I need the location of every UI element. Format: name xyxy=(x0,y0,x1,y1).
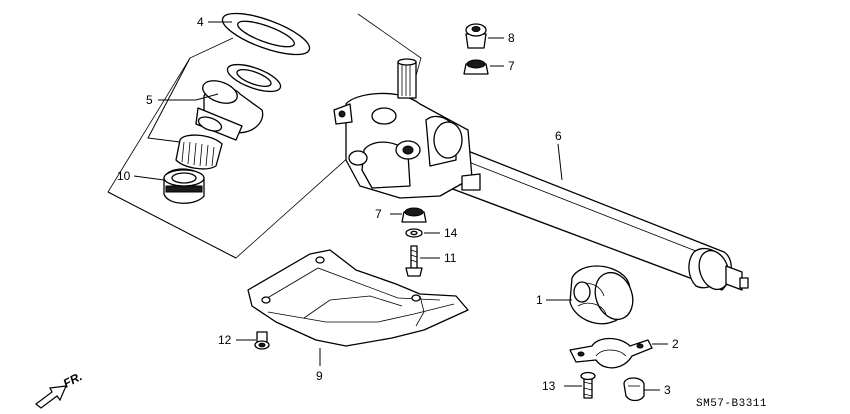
front-direction-arrow-icon xyxy=(35,385,67,409)
callout-12: 12 xyxy=(218,333,232,347)
part-5-bushing-set xyxy=(195,63,282,141)
leader-lines xyxy=(107,21,668,391)
part-8-mount-bolt xyxy=(465,23,487,49)
callout-9: 9 xyxy=(316,369,323,383)
part-3-clip-nut xyxy=(623,377,645,402)
callout-13: 13 xyxy=(542,379,556,393)
callout-1: 1 xyxy=(536,293,543,307)
part-11-bolt xyxy=(405,245,423,277)
diagram-code: SM57-B3311 xyxy=(696,398,767,410)
callout-7-upper: 7 xyxy=(508,59,515,73)
callout-3: 3 xyxy=(664,383,671,397)
part-5-roller-bearing xyxy=(175,134,223,170)
callout-10: 10 xyxy=(117,169,131,183)
part-14-washer xyxy=(405,228,423,238)
part-4-seal-ring xyxy=(221,12,311,56)
part-13-bolt xyxy=(580,371,596,399)
part-9-heat-shield xyxy=(247,249,469,347)
callout-11: 11 xyxy=(444,251,457,265)
part-1-mount-bushing xyxy=(569,265,634,325)
part-7-nut-lower xyxy=(401,207,427,223)
callout-6: 6 xyxy=(555,129,562,143)
callout-5: 5 xyxy=(146,93,153,107)
part-12-bolt xyxy=(254,331,270,350)
callout-8: 8 xyxy=(508,31,515,45)
part-7-nut-upper xyxy=(463,59,489,75)
callout-4: 4 xyxy=(197,15,204,29)
callout-14: 14 xyxy=(444,226,458,240)
part-2-mount-bracket xyxy=(569,337,653,369)
callout-2: 2 xyxy=(672,337,679,351)
callout-7-lower: 7 xyxy=(375,207,382,221)
part-6-steering-rack xyxy=(333,58,749,291)
part-10-oil-seal xyxy=(163,168,205,204)
